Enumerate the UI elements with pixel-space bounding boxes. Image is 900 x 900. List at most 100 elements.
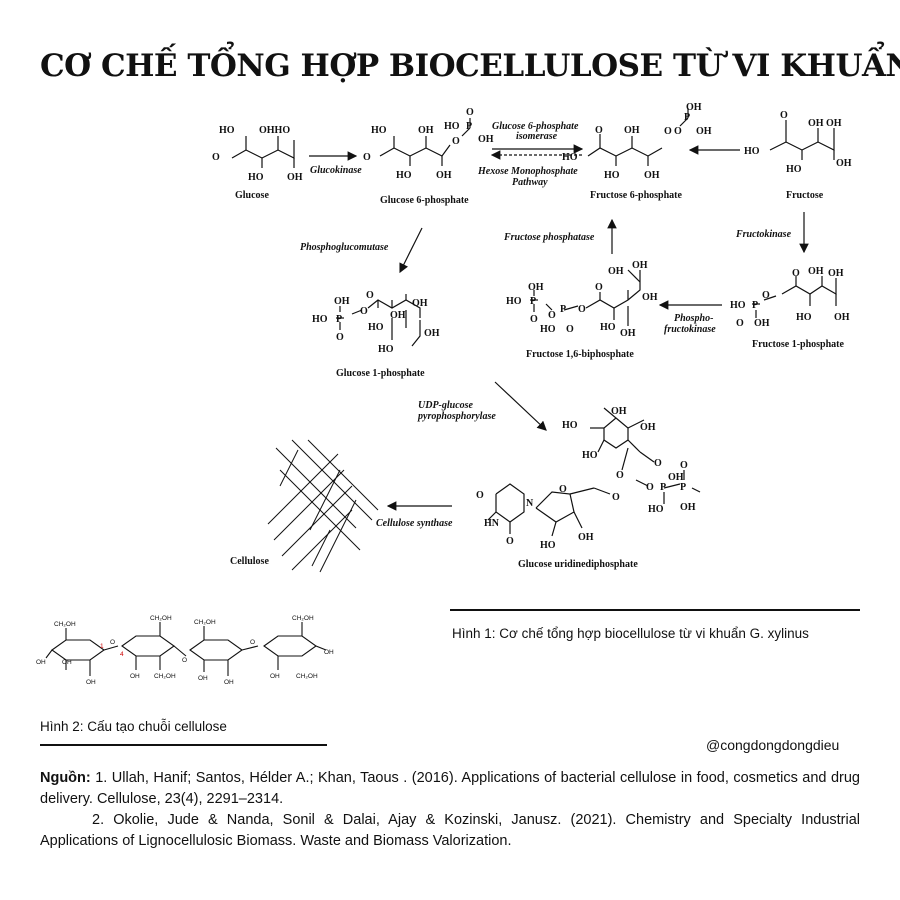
- f16bp-p: P: [530, 296, 536, 307]
- glucokinase-label: Glucokinase: [310, 165, 362, 176]
- f16bp-oh2: O: [530, 314, 538, 325]
- phosphoglucomutase-arrow: [399, 227, 423, 274]
- udpg-p2: P: [680, 482, 686, 493]
- udp-label-1: UDP-glucose: [418, 400, 474, 411]
- f1p-ho: HO: [730, 300, 746, 311]
- chain-ch2oh-5: CH₂OH: [292, 615, 314, 622]
- g1p-po: O: [336, 332, 344, 343]
- f6p-oh2: OH: [644, 170, 660, 181]
- f6p-o: O: [595, 125, 603, 136]
- glucose-oh: OH: [287, 172, 303, 183]
- udpg-o3: O: [646, 482, 654, 493]
- chain-oh-2: OH: [62, 659, 72, 666]
- cellulose-synthase-label: Cellulose synthase: [376, 518, 453, 529]
- f1p-o: O: [736, 318, 744, 329]
- reference-2: 2. Okolie, Jude & Nanda, Sonil & Dalai, …: [40, 812, 860, 849]
- sources-heading: Nguồn:: [40, 770, 91, 786]
- udpg-uracil-o: O: [476, 490, 484, 501]
- g1p-ho: HO: [312, 314, 328, 325]
- chain-oh-5: OH: [198, 675, 208, 682]
- fructose-1-phosphate-label: Fructose 1-phosphate: [752, 339, 845, 350]
- cellulose-chain-labels: CH₂OH OH OH OH O 1 4 CH₂OH OH CH₂OH O CH…: [36, 615, 334, 686]
- chain-o-3: O: [250, 639, 255, 646]
- cellulose-label: Cellulose: [230, 556, 269, 567]
- g1p-p: P: [336, 314, 342, 325]
- f16bp-o4: O: [595, 282, 603, 293]
- figure1-rule: [450, 609, 860, 611]
- fructose-6-phosphate-structure: [587, 108, 689, 166]
- udpg-oh3: OH: [668, 472, 684, 483]
- glucose-ho: HO: [219, 125, 235, 136]
- page-title: CƠ CHẾ TỔNG HỢP BIOCELLULOSE TỪ VI KHUẨN: [40, 48, 900, 84]
- chain-ch2oh-6: CH₂OH: [296, 673, 318, 680]
- f16bp-oh4: OH: [632, 260, 648, 271]
- glucose-6-phosphate-label: Glucose 6-phosphate: [380, 195, 469, 206]
- udpg-ho: HO: [562, 420, 578, 431]
- glucose-6-phosphate-structure: [379, 118, 471, 166]
- fructose-ho: HO: [744, 146, 760, 157]
- g6p-po: O: [466, 107, 474, 118]
- fructose-oh: OH: [808, 118, 824, 129]
- glucose-o: O: [212, 152, 220, 163]
- chain-bond-4: 4: [120, 651, 124, 658]
- f6p-ho2: HO: [604, 170, 620, 181]
- fructose-1-6-biphosphate-structure: [530, 269, 641, 326]
- figure2-rule: [40, 744, 327, 746]
- chain-oh-6: OH: [224, 679, 234, 686]
- glucose-label: Glucose: [235, 190, 269, 201]
- phosphoglucomutase-label: Phosphoglucomutase: [300, 242, 389, 253]
- fructose-phosphatase-label: Fructose phosphatase: [503, 232, 595, 243]
- cellulose-chain-structure: [45, 622, 327, 676]
- f1p-oh: OH: [754, 318, 770, 329]
- udp-glucose-structure: [487, 407, 701, 537]
- chain-o-2: O: [182, 657, 187, 664]
- chain-oh-4: OH: [130, 673, 140, 680]
- udpg-n: N: [526, 498, 534, 509]
- udp-label-2: pyrophosphorylase: [417, 411, 496, 422]
- udpg-uracil-o2: O: [506, 536, 514, 547]
- f6p-p: P: [684, 112, 690, 123]
- f16bp-oh6: OH: [620, 328, 636, 339]
- sources-section: Nguồn: 1. Ullah, Hanif; Santos, Hélder A…: [40, 768, 860, 852]
- chain-ch2oh-1: CH₂OH: [54, 621, 76, 628]
- g6p-o2: O: [452, 136, 460, 147]
- fructose-oh3: OH: [836, 158, 852, 169]
- g6p-ho: HO: [371, 125, 387, 136]
- udp-glucose-label: Glucose uridinediphosphate: [518, 559, 638, 570]
- chain-ch2oh-4: CH₂OH: [194, 619, 216, 626]
- fructose-structure: [769, 120, 835, 160]
- figure1-caption: Hình 1: Cơ chế tổng hợp biocellulose từ …: [452, 626, 809, 641]
- f6p-poh: OH: [686, 102, 702, 113]
- udpg-p: P: [660, 482, 666, 493]
- fructose-oh2: OH: [826, 118, 842, 129]
- g1p-ho2: HO: [368, 322, 384, 333]
- reference-1: 1. Ullah, Hanif; Santos, Hélder A.; Khan…: [40, 770, 860, 807]
- hmp-label-1: Hexose Monophosphate: [477, 166, 578, 177]
- f1p-o3: O: [792, 268, 800, 279]
- f1p-oh3: OH: [828, 268, 844, 279]
- hmp-label-2: Pathway: [512, 177, 548, 188]
- chain-oh-8: OH: [324, 649, 334, 656]
- udpg-o5: O: [612, 492, 620, 503]
- f6p-po: O: [674, 126, 682, 137]
- fructose-o: O: [780, 110, 788, 121]
- phosphofructokinase-label-2: fructokinase: [664, 324, 716, 335]
- g6p-p: P: [466, 121, 472, 132]
- glucose-structure: [231, 136, 295, 168]
- g1p-o: O: [360, 306, 368, 317]
- udpg-o: O: [654, 458, 662, 469]
- f16bp-oh5: OH: [642, 292, 658, 303]
- fructokinase-label: Fructokinase: [735, 229, 792, 240]
- glucose-ohho: OHHO: [259, 125, 290, 136]
- fructose-6-phosphate-label: Fructose 6-phosphate: [590, 190, 683, 201]
- udpg-ho4: HO: [540, 540, 556, 551]
- glucose-1-phosphate-label: Glucose 1-phosphate: [336, 368, 425, 379]
- f1p-oh2: OH: [808, 266, 824, 277]
- udpg-oh5: OH: [578, 532, 594, 543]
- glucose-ho2: HO: [248, 172, 264, 183]
- chain-ch2oh-2: CH₂OH: [150, 615, 172, 622]
- glucose-1-phosphate-structure: [336, 294, 421, 347]
- f16bp-p2: P: [560, 304, 566, 315]
- g1p-oh2: OH: [412, 298, 428, 309]
